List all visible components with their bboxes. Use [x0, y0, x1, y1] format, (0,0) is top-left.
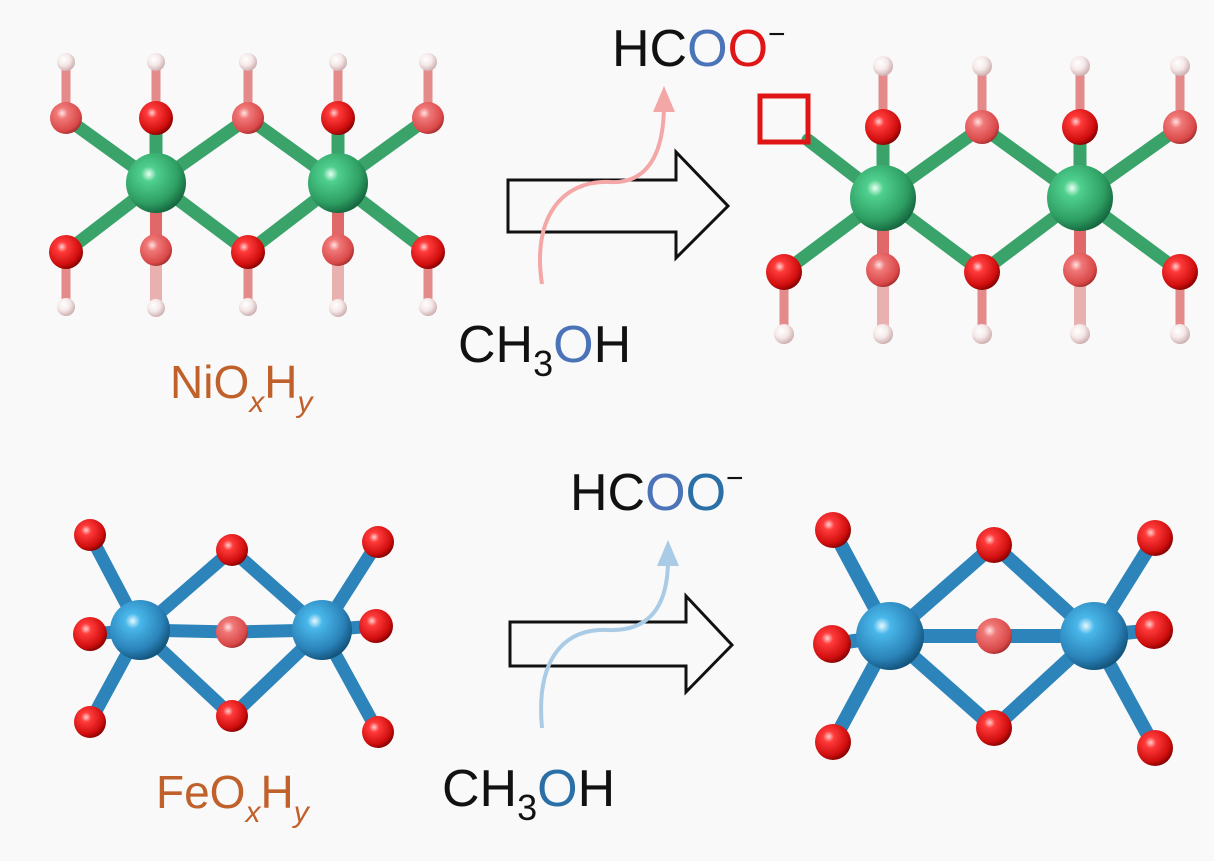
iron-atoms [110, 600, 352, 660]
reaction-arrow-fe [508, 592, 735, 696]
oxygen-atoms [49, 101, 445, 269]
methanol-reactant-fe: CH3OH [442, 760, 615, 828]
oxygen-vacancy-square [757, 93, 811, 145]
o-h-bonds [61, 57, 433, 311]
iron-atoms-after [856, 602, 1128, 670]
oxygen-atoms-fe [73, 519, 394, 748]
reaction-arrow-ni [506, 148, 731, 262]
nickel-atoms-after [850, 165, 1113, 231]
niooh-label: NiOxHy [170, 356, 314, 419]
hydrogen-atoms-after [774, 56, 1190, 344]
ni-o-bonds [59, 111, 435, 259]
arrowhead-ni [653, 86, 675, 112]
methanol-oxidation-arrow-ni [538, 103, 666, 285]
formate-product-fe: HCOO− [570, 462, 744, 522]
oxygen-atoms-fe-after [813, 512, 1173, 766]
o-h-bonds-after [779, 61, 1185, 338]
arrowhead-fe [657, 540, 679, 566]
feooh-structure-before [73, 519, 394, 748]
nickel-atoms [126, 153, 368, 213]
methanol-oxidation-arrow-fe [539, 559, 670, 729]
feooh-label: FeOxHy [156, 766, 311, 829]
ni-o-bonds-after [777, 120, 1187, 279]
niooh-structure-before [49, 53, 445, 317]
niooh-structure-after [757, 56, 1198, 344]
feooh-structure-after [813, 512, 1173, 766]
formate-product-ni: HCOO− [612, 18, 786, 78]
oxygen-atoms-after [766, 109, 1198, 290]
methanol-reactant-ni: CH3OH [458, 316, 631, 384]
hydrogen-atoms [57, 53, 437, 317]
